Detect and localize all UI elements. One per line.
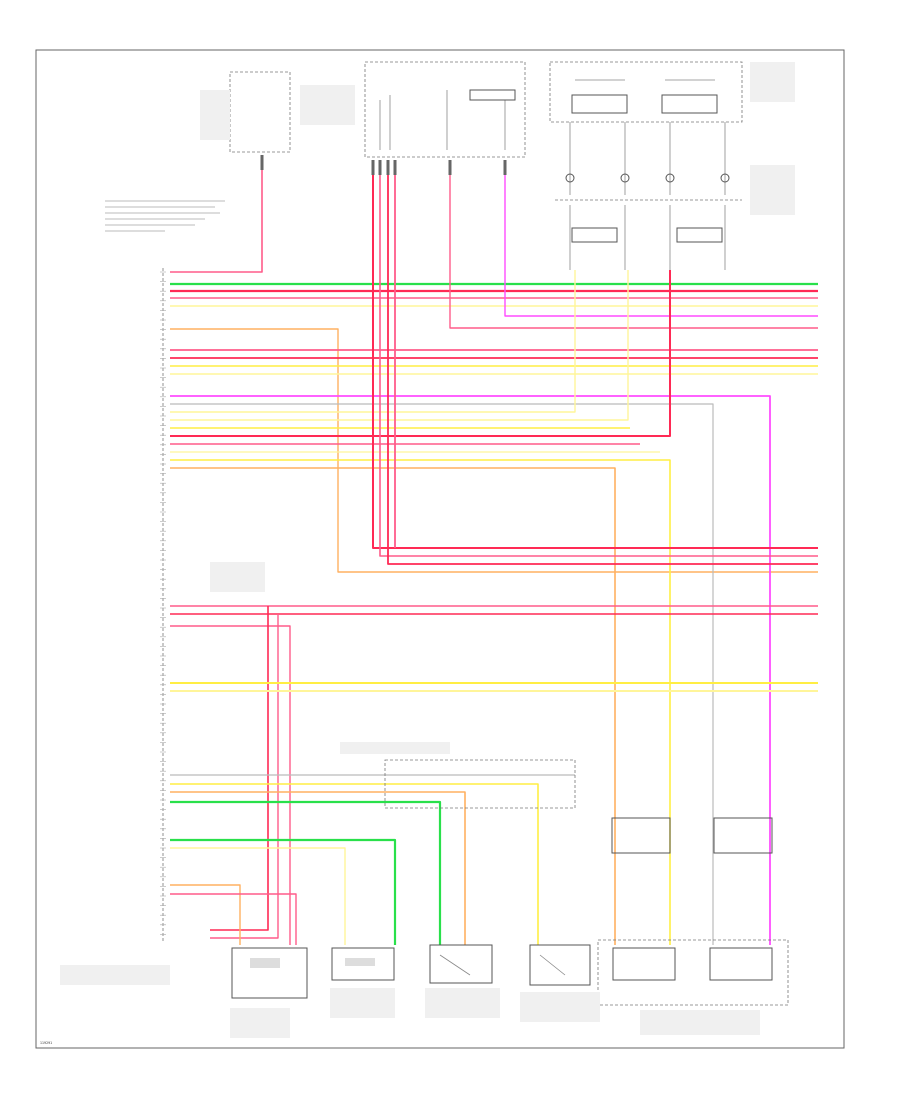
- component-box-7: [611, 817, 671, 854]
- wire: [170, 800, 442, 945]
- diagram-id: 119291: [40, 1041, 52, 1045]
- wire: [449, 175, 818, 329]
- component-box-4: [529, 944, 591, 986]
- wire: [170, 625, 291, 945]
- wire: [170, 328, 818, 573]
- wire: [170, 893, 297, 945]
- terminal-stub: [378, 160, 382, 175]
- wire: [170, 459, 671, 945]
- terminal-stub: [393, 160, 397, 175]
- wire: [170, 783, 539, 945]
- wire-group: [170, 155, 818, 945]
- wire: [170, 791, 466, 945]
- wire: [170, 395, 771, 945]
- component-box-2: [331, 947, 395, 981]
- fuse-block-area: [200, 61, 526, 158]
- component-box-1: [231, 947, 308, 999]
- wire: [170, 847, 346, 945]
- wire: [170, 467, 616, 945]
- terminal-stub: [371, 160, 375, 175]
- wire: [170, 165, 263, 273]
- wire: [170, 884, 241, 945]
- wire: [504, 175, 818, 317]
- component-box-8: [713, 817, 773, 854]
- wire: [210, 606, 269, 931]
- wire: [170, 270, 576, 413]
- terminal-stub: [386, 160, 390, 175]
- terminal-stub: [503, 160, 507, 175]
- wire: [210, 614, 279, 939]
- component-box-5: [612, 947, 676, 981]
- top-right-module: [549, 61, 795, 270]
- wire: [387, 175, 818, 565]
- diagram-frame: [35, 49, 845, 1049]
- component-box-3: [429, 944, 493, 984]
- connector-pin-ticks: [160, 271, 166, 935]
- wire: [379, 175, 818, 557]
- note-block: [105, 200, 225, 232]
- module-connector-strip: [160, 268, 166, 942]
- terminal-stub: [260, 155, 264, 170]
- wire: [170, 838, 397, 945]
- terminal-stub: [448, 160, 452, 175]
- wire: [372, 175, 818, 549]
- wire: [170, 270, 629, 421]
- wire: [170, 270, 671, 437]
- bottom-components: [60, 562, 789, 1038]
- component-box-6: [709, 947, 773, 981]
- wire: [170, 403, 714, 945]
